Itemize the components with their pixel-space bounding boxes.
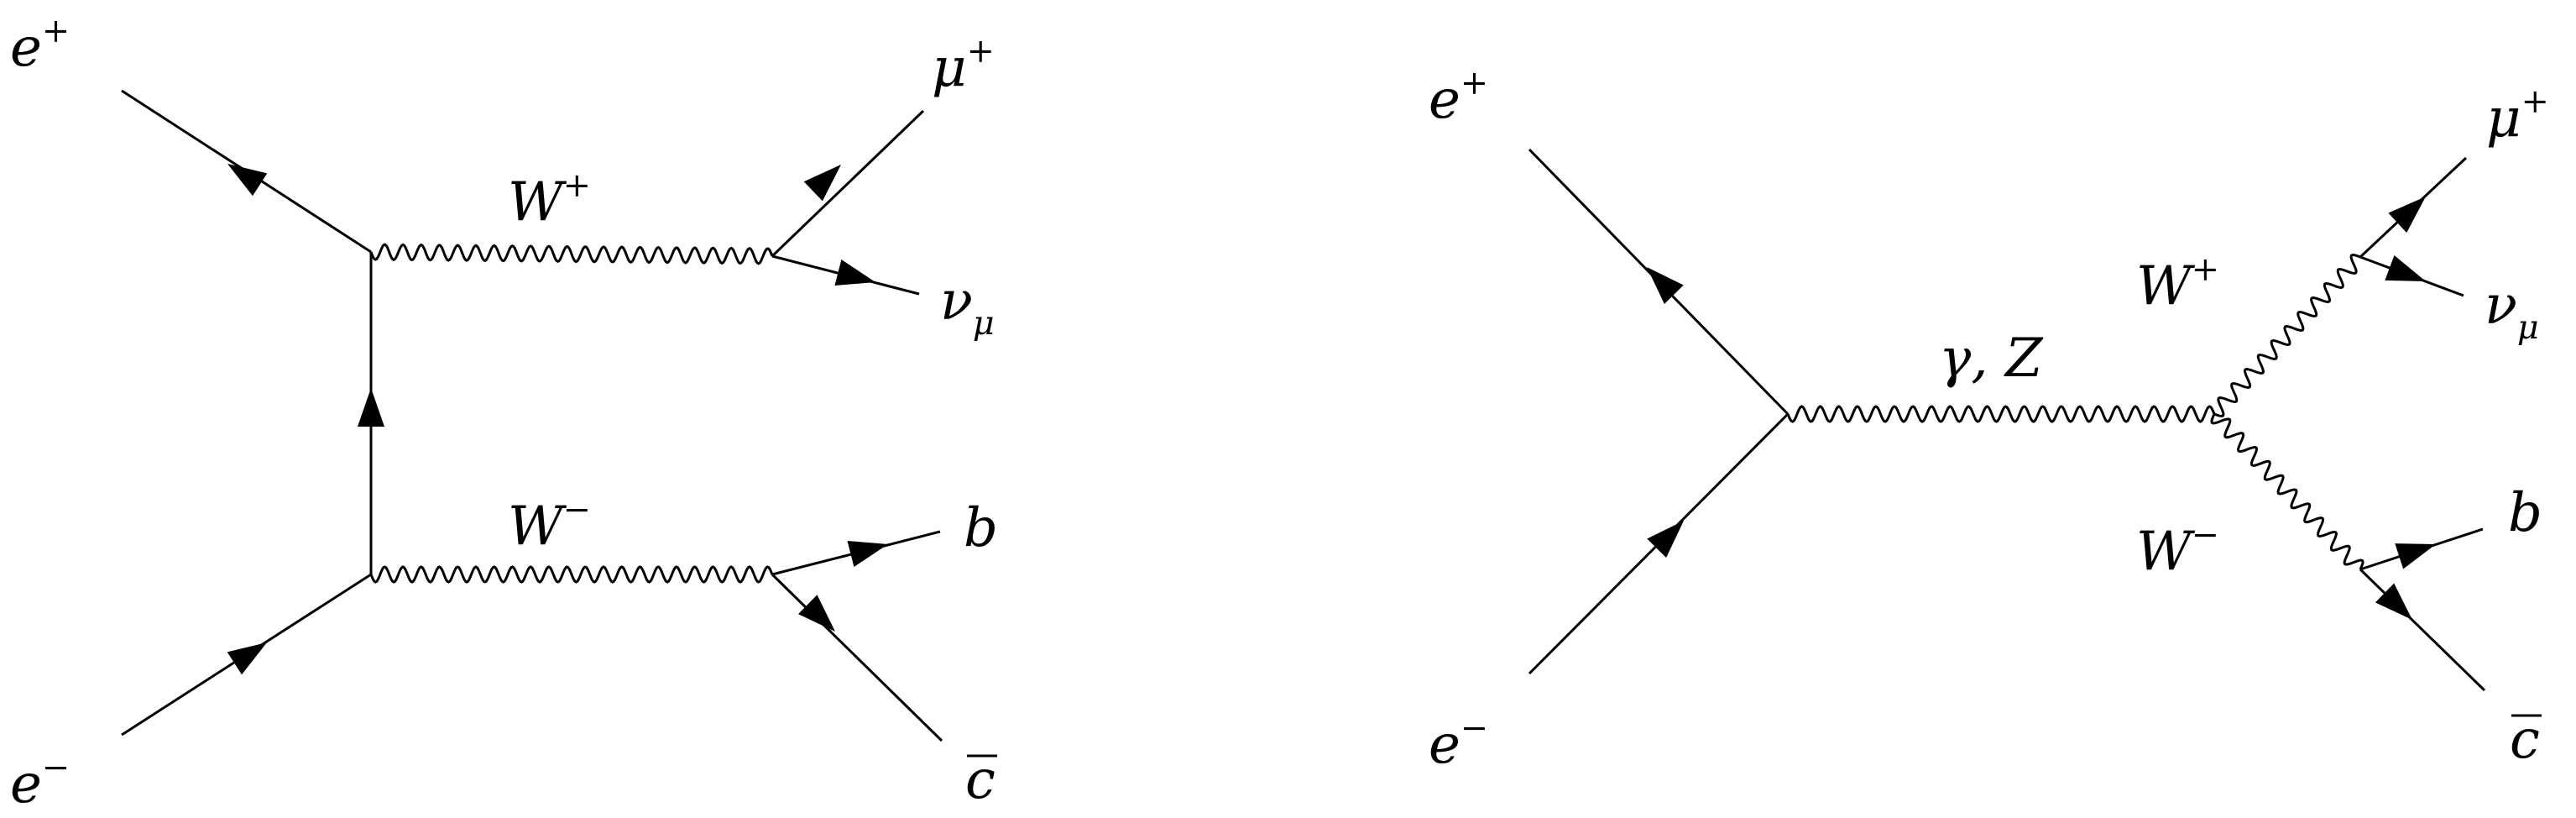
line-c-bar (771, 573, 943, 742)
line-c-bar-2 (2359, 568, 2486, 692)
label-mu-plus: μ+ (932, 32, 995, 99)
arrow-e-minus-2 (1647, 521, 1684, 558)
arrow-e-plus (227, 164, 268, 197)
label-gamma-z: γ, Z (1939, 328, 2044, 390)
arrow-mu-plus-2 (2388, 197, 2426, 233)
label-c-bar: c (965, 749, 995, 811)
line-mu-plus (771, 109, 925, 258)
label-e-plus: e+ (10, 12, 70, 79)
arrow-e-plus-2 (1647, 267, 1684, 304)
gamma-z-propagator (1786, 405, 2216, 423)
arrow-mu-plus (803, 165, 841, 202)
label-nu-mu: νμ (940, 270, 995, 343)
w-minus-propagator (369, 565, 774, 584)
label-w-minus: W− (508, 490, 591, 558)
arrow-internal (358, 388, 384, 427)
label-w-minus-2: W− (2136, 516, 2219, 583)
arrow-nu-mu (834, 260, 875, 286)
label-b-2: b (2508, 482, 2542, 544)
arrow-b (847, 541, 888, 567)
arrow-c-bar-2 (2375, 583, 2412, 620)
label-w-plus-2: W+ (2136, 250, 2219, 317)
w-plus-propagator (369, 243, 774, 265)
label-e-minus: e− (10, 748, 70, 815)
w-minus-propagator-2 (2210, 413, 2364, 570)
label-w-plus: W+ (508, 166, 591, 233)
label-e-minus-2: e− (1429, 709, 1488, 776)
label-mu-plus-2: μ+ (2486, 82, 2549, 149)
w-plus-propagator-2 (2213, 253, 2361, 418)
arrow-nu-mu-2 (2385, 255, 2426, 281)
label-b: b (964, 497, 998, 559)
arrow-b-2 (2395, 543, 2436, 569)
diagram-t-channel: e+ e− W+ W− μ+ νμ b c (10, 12, 998, 815)
label-e-plus-2: e+ (1429, 64, 1488, 131)
arrow-e-minus (227, 642, 267, 675)
diagram-s-channel: e+ e− γ, Z W+ W− μ+ νμ b c (1429, 64, 2549, 776)
label-nu-mu-2: νμ (2485, 275, 2539, 347)
label-c-bar-2: c (2510, 709, 2540, 771)
arrow-c-bar (798, 595, 835, 632)
